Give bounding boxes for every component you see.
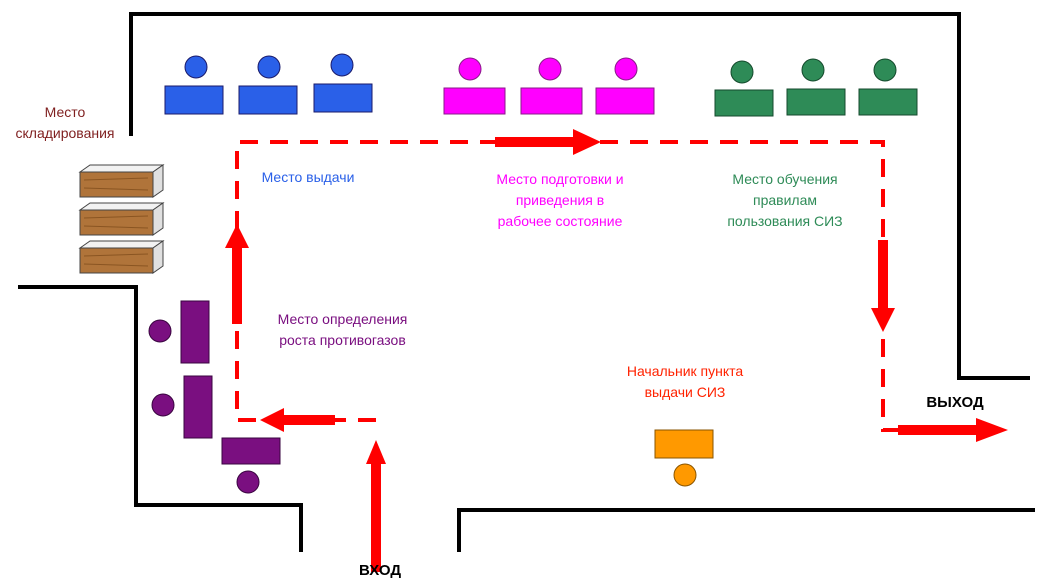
- thick-arrow: [260, 408, 335, 432]
- person-at-desk-icon: [238, 55, 298, 115]
- person-at-desk-icon: [443, 57, 506, 115]
- person-at-desk-icon: [221, 437, 281, 494]
- prepare-workers: [443, 57, 655, 115]
- chief-worker: [654, 429, 714, 487]
- thick-arrow: [871, 240, 895, 332]
- storage-box-icon: [78, 202, 165, 236]
- label-prepare: Место подготовки и приведения в рабочее …: [496, 171, 624, 229]
- label-chief: Начальник пункта выдачи СИЗ: [626, 363, 744, 400]
- thick-arrow: [225, 224, 249, 324]
- person-at-desk-icon: [520, 57, 583, 115]
- thick-arrow: [495, 129, 601, 155]
- storage-box-icon: [78, 240, 165, 274]
- height-workers: [148, 300, 281, 494]
- person-at-desk-icon: [786, 58, 846, 116]
- training-workers: [714, 58, 918, 117]
- label-exit: ВЫХОД: [926, 394, 984, 411]
- wall-top: [129, 12, 1030, 380]
- person-at-desk-icon: [654, 429, 714, 487]
- label-entrance: ВХОД: [358, 562, 402, 579]
- person-at-desk-icon: [148, 300, 210, 364]
- thick-arrow: [366, 440, 386, 572]
- label-storage: Место складирования: [15, 104, 115, 141]
- person-at-desk-icon: [595, 57, 655, 115]
- person-at-desk-icon: [858, 58, 918, 116]
- person-at-desk-icon: [151, 375, 213, 439]
- person-at-desk-icon: [313, 53, 373, 113]
- storage-box-icon: [78, 164, 165, 198]
- wall-bottom-right: [457, 508, 1035, 552]
- label-issue: Место выдачи: [261, 169, 355, 185]
- thick-arrow: [898, 418, 1008, 442]
- walls: [18, 12, 1035, 552]
- wall-left-lower: [18, 285, 303, 552]
- label-height: Место определения роста противогазов: [277, 311, 408, 348]
- issue-workers: [164, 53, 373, 115]
- label-training: Место обучения правилам пользования СИЗ: [727, 171, 843, 229]
- person-at-desk-icon: [164, 55, 224, 115]
- person-at-desk-icon: [714, 60, 774, 117]
- route-arrows: [225, 129, 1008, 572]
- dashed-route-line: [235, 140, 905, 432]
- storage-boxes: [78, 164, 165, 274]
